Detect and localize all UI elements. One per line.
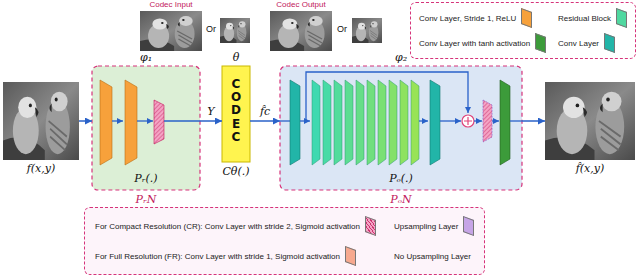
postprocessing-network [280, 66, 522, 190]
legend-text: Upsampling Layer [394, 222, 458, 231]
legend-swatch [604, 33, 615, 53]
legend-text: Conv Layer, Stride 1, ReLU [419, 14, 516, 23]
legend-item: For Compact Resolution (CR): Conv Layer … [95, 218, 376, 234]
legend-swatch [345, 246, 356, 266]
network-label: PₒN [390, 193, 411, 206]
codec-output-label: Codec Output [276, 1, 325, 10]
data-flow-arrow [250, 120, 280, 122]
legend-swatch [616, 8, 627, 28]
function-label: Cθ(.) [222, 165, 249, 178]
legend-item: Upsampling Layer [394, 218, 474, 234]
image-label: f(x,y) [27, 162, 56, 175]
data-flow-arrow [200, 120, 222, 122]
legend-text: Residual Block [558, 14, 611, 23]
legend-text: Conv Layer with tanh activation [419, 39, 530, 48]
legend-item: Residual Block [558, 10, 627, 26]
network-label: PᵣN [136, 193, 157, 206]
resolution-legend: For Compact Resolution (CR): Conv Layer … [84, 207, 485, 275]
codec-input-label: Codec Input [149, 1, 192, 10]
parameter-label: φ₁ [140, 51, 152, 64]
legend-text: For Full Resolution (FR): Conv Layer wit… [95, 252, 340, 261]
parameter-label: θ [233, 51, 240, 64]
legend-swatch [463, 216, 474, 236]
legend-swatch [521, 8, 532, 28]
codec-block: θCODECCθ(.) [222, 66, 250, 162]
legend-item: Conv Layer with tanh activation [419, 35, 546, 51]
parameter-label: φ₂ [395, 51, 407, 64]
function-label: Pᵣ(.) [134, 172, 157, 185]
image-label: f̂(x,y) [576, 162, 605, 175]
legend-text: No Upsampling Layer [394, 252, 471, 261]
signal-label: Y [206, 105, 215, 118]
legend-text: Conv Layer [558, 39, 599, 48]
or-label: Or [337, 25, 347, 35]
legend-item: No Upsampling Layer [394, 248, 474, 264]
or-label: Or [206, 25, 216, 35]
preprocessing-block: φ₁Pᵣ(.)PᵣN [92, 66, 200, 190]
input-image: f(x,y) [3, 82, 79, 180]
function-label: Pₒ(.) [389, 172, 413, 185]
legend-text: For Compact Resolution (CR): Conv Layer … [95, 222, 360, 231]
codec-fill [222, 66, 250, 162]
data-flow-arrow [522, 120, 545, 122]
preprocessing-network [92, 66, 200, 190]
output-image: f̂(x,y) [545, 82, 635, 180]
legend-item: Conv Layer, Stride 1, ReLU [419, 10, 546, 26]
data-flow-arrow [79, 120, 92, 122]
signal-label: f̂c [259, 105, 271, 118]
legend-item: Conv Layer [558, 35, 627, 51]
postprocessing-block: φ₂Pₒ(.)PₒN [280, 66, 522, 190]
legend-swatch [365, 216, 376, 236]
layer-legend: Conv Layer, Stride 1, ReLU Residual Block… [410, 2, 636, 59]
legend-swatch [535, 33, 546, 53]
legend-item: For Full Resolution (FR): Conv Layer wit… [95, 248, 376, 264]
codec-title: CODEC [230, 78, 242, 144]
